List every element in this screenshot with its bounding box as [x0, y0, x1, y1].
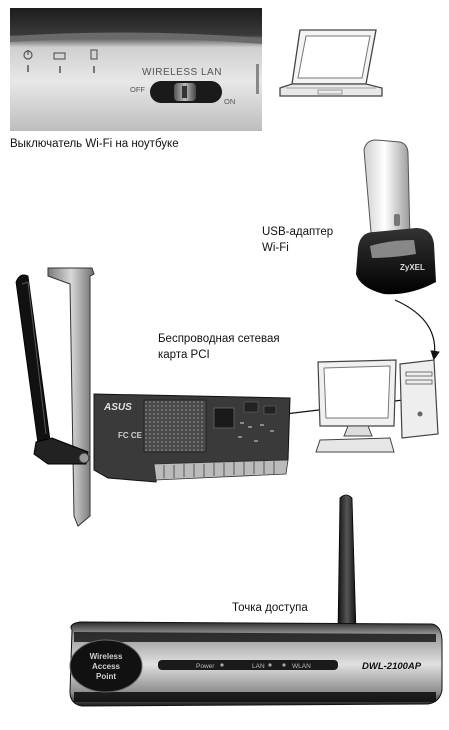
battery-icon — [53, 52, 66, 73]
wireless-slider-switch[interactable] — [150, 81, 222, 103]
switch-on-label: ON — [224, 97, 235, 106]
switch-off-label: OFF — [130, 85, 145, 94]
desktop-pc-illustration — [310, 354, 440, 454]
lan-led — [268, 663, 272, 667]
pci-card-caption-line1: Беспроводная сетевая — [158, 333, 280, 345]
router-badge-line1: Wireless — [90, 652, 123, 661]
laptop-switch-photo: WIRELESS LAN OFF ON — [10, 8, 262, 131]
pci-card-brand: ASUS — [103, 402, 132, 413]
router-badge-line3: Point — [96, 672, 116, 681]
usb-to-pc-arrow — [394, 299, 440, 361]
pci-card-illustration: ASUS FC CE — [8, 264, 298, 534]
router-led-wlan: WLAN — [292, 663, 311, 670]
switch-panel-label: WIRELESS LAN — [142, 67, 222, 78]
router-led-power: Power — [196, 663, 215, 670]
router-model: DWL-2100AP — [362, 661, 422, 672]
usb-adapter-illustration: ZyXEL — [350, 136, 440, 304]
pci-card-caption-line2: карта PCI — [158, 349, 210, 361]
power-icon — [23, 50, 33, 72]
router-led-lan: LAN — [252, 663, 265, 670]
fcc-mark: FC CE — [118, 431, 143, 440]
laptop-illustration — [278, 28, 384, 104]
wlan-led — [282, 663, 286, 667]
access-point-illustration: Wireless Access Point Power LAN WLAN DWL… — [66, 492, 444, 720]
disk-icon — [90, 49, 98, 73]
access-point-caption: Точка доступа — [232, 602, 308, 614]
power-led — [220, 663, 224, 667]
laptop-switch-caption: Выключатель Wi-Fi на ноутбуке — [10, 138, 179, 150]
usb-adapter-caption-line1: USB-адаптер — [262, 226, 334, 238]
usb-adapter-caption-line2: Wi-Fi — [262, 242, 289, 254]
usb-adapter-brand: ZyXEL — [400, 263, 425, 272]
router-badge-line2: Access — [92, 662, 121, 671]
